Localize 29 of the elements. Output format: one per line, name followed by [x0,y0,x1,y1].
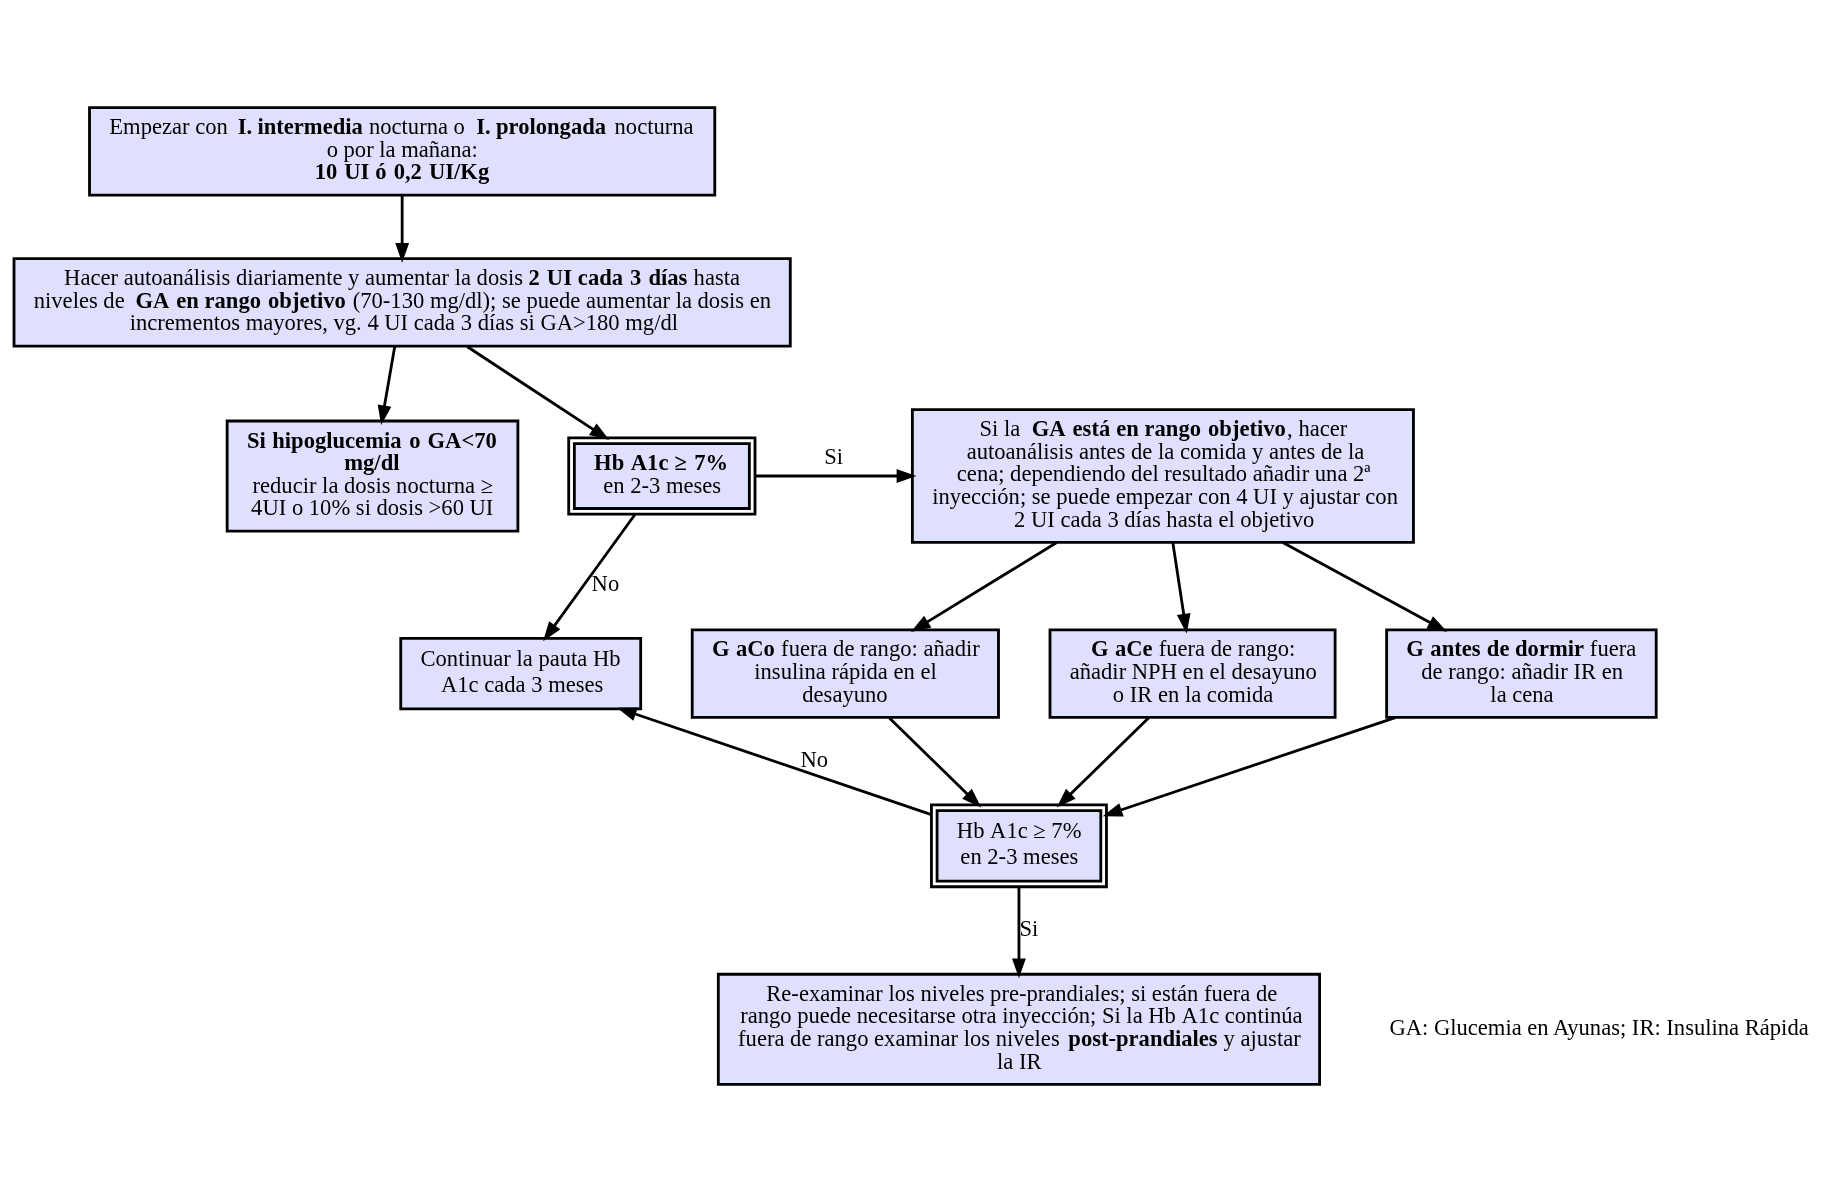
label: GA: Glucemia en Ayunas; IR: Insulina Rápida [1389,1014,1809,1040]
arrow [1102,715,1396,816]
arrow [888,716,982,808]
node-box: G aCo fuera de rango: añadir insulina rápida en el desayuno [690,627,1000,719]
arrow [1171,542,1191,634]
arrow [395,194,410,263]
arrow [466,344,610,440]
arrow [377,345,397,425]
arrow [543,513,637,641]
node-box: Si hipoglucemia o GA<70 mg/dl reducir la dosis nocturna ≥ 4UI o 10% si dosis >60 UI [225,419,520,532]
node-box: G aCe fuera de rango: añadir NPH en el desayuno o IR en la comida [1048,627,1337,719]
arrow [1012,886,1026,978]
arrow [910,540,1058,632]
node-box: G antes de dormir fuera de rango: añadir IR en la cena [1385,627,1658,719]
arrow [1282,540,1448,632]
node-box: Si la GA está en rango objetivo, hacer autoanálisis antes de la comida y antes de la cena; dependiendo del resultado añadir una 2ª inyección; se puede empezar con 4 UI y ajustar con 2 UI cada 3 días hasta el objetivo [910,407,1415,544]
node-box: Empezar con I. intermedia nocturna o I. prolongada nocturna o por la mañana: 10 UI ó 0,2 UI/Kg [88,105,717,197]
edge-label: No [800,746,829,771]
node-box: Hacer autoanálisis diariamente y aumentar la dosis 2 UI cada 3 días hasta niveles de GA en rango objetivo (70-130 mg/dl); se puede aumentar la dosis en incrementos mayores, vg. 4 UI cada 3 días si GA>180 mg/dl [12,256,792,348]
edge-label: Si [824,443,844,469]
node-box: Hb A1c ≥ 7% en 2-3 meses [567,436,757,516]
arrow [1056,716,1150,808]
node-box: Hb A1c ≥ 7% en 2-3 meses [930,803,1108,888]
arrow [616,707,932,816]
node-box: Re-examinar los niveles pre-prandiales; si están fuera de rango puede necesitarse otra inyección; Si la Hb A1c continúa fuera de rango examinar los niveles post-prandiales y ajustar la IR [716,972,1321,1086]
node-box: Continuar la pauta Hb A1c cada 3 meses [399,636,643,710]
edge-label: Si [1019,915,1039,941]
edge-label: No [591,570,620,596]
arrow [755,468,917,483]
